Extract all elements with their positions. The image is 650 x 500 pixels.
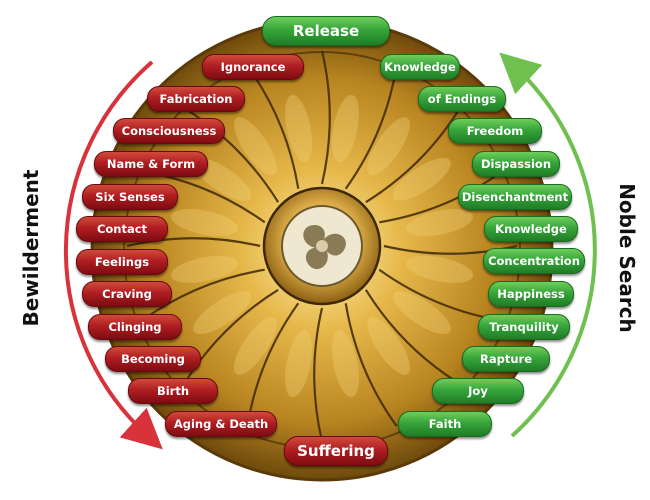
bewilderment-arrow: [63, 60, 163, 450]
left-item: Clinging: [88, 314, 182, 340]
wheel-spoke: [141, 268, 265, 322]
wheel-petal: [170, 255, 238, 283]
wheel-petal: [392, 291, 451, 335]
wheel-petal: [285, 94, 313, 162]
left-item: Birth: [128, 378, 218, 404]
wheel-petal: [193, 157, 252, 201]
wheel-spoke: [126, 237, 261, 248]
right-item: Concentration: [483, 248, 585, 274]
right-item: Happiness: [488, 281, 574, 307]
wheel-petal: [331, 94, 359, 162]
wheel-spoke: [183, 107, 280, 203]
wheel-petal: [367, 316, 411, 375]
wheel-petal: [193, 291, 252, 335]
wheel-petal: [406, 209, 474, 237]
wheel-petal: [406, 255, 474, 283]
wheel-petal: [331, 330, 359, 398]
left-item: Consciousness: [113, 118, 225, 144]
left-item: Six Senses: [82, 184, 178, 210]
right-item: Tranquility: [478, 314, 570, 340]
wheel-petal: [233, 117, 277, 176]
right-item: Dispassion: [472, 151, 560, 177]
wheel-spoke: [344, 303, 398, 427]
right-item: Knowledge: [484, 216, 578, 242]
right-item: Knowledge: [380, 54, 460, 80]
left-item: Name & Form: [94, 151, 208, 177]
left-item: Fabrication: [147, 86, 245, 112]
wheel-petal: [233, 316, 277, 375]
bewilderment-label: Bewilderment: [19, 169, 43, 327]
wheel-petal: [392, 157, 451, 201]
right-item: Freedom: [448, 118, 542, 144]
right-item: of Endings: [418, 86, 506, 112]
left-item: Craving: [82, 281, 172, 307]
wheel-spoke: [379, 170, 503, 224]
left-item: Feelings: [76, 249, 168, 275]
suffering-pill: Suffering: [284, 436, 388, 466]
right-item: Faith: [398, 411, 492, 437]
left-item: Ignorance: [202, 54, 304, 80]
noble-search-arrow: [499, 52, 597, 438]
noble-search-label: Noble Search: [615, 183, 639, 333]
left-item: Becoming: [105, 346, 201, 372]
left-item: Contact: [76, 216, 168, 242]
wheel-petal: [367, 117, 411, 176]
wheel-petal: [285, 330, 313, 398]
left-item: Aging & Death: [165, 411, 277, 437]
right-item: Rapture: [462, 346, 550, 372]
wheel-spoke: [364, 289, 461, 385]
right-item: Joy: [432, 378, 524, 404]
wheel-petal: [170, 209, 238, 237]
triple-swirl-icon: [303, 224, 346, 269]
wheel-spoke: [320, 50, 331, 185]
wheel-spoke: [344, 65, 398, 190]
right-item: Disenchantment: [458, 184, 572, 210]
release-pill: Release: [262, 16, 390, 46]
wheel-spoke: [313, 307, 324, 442]
